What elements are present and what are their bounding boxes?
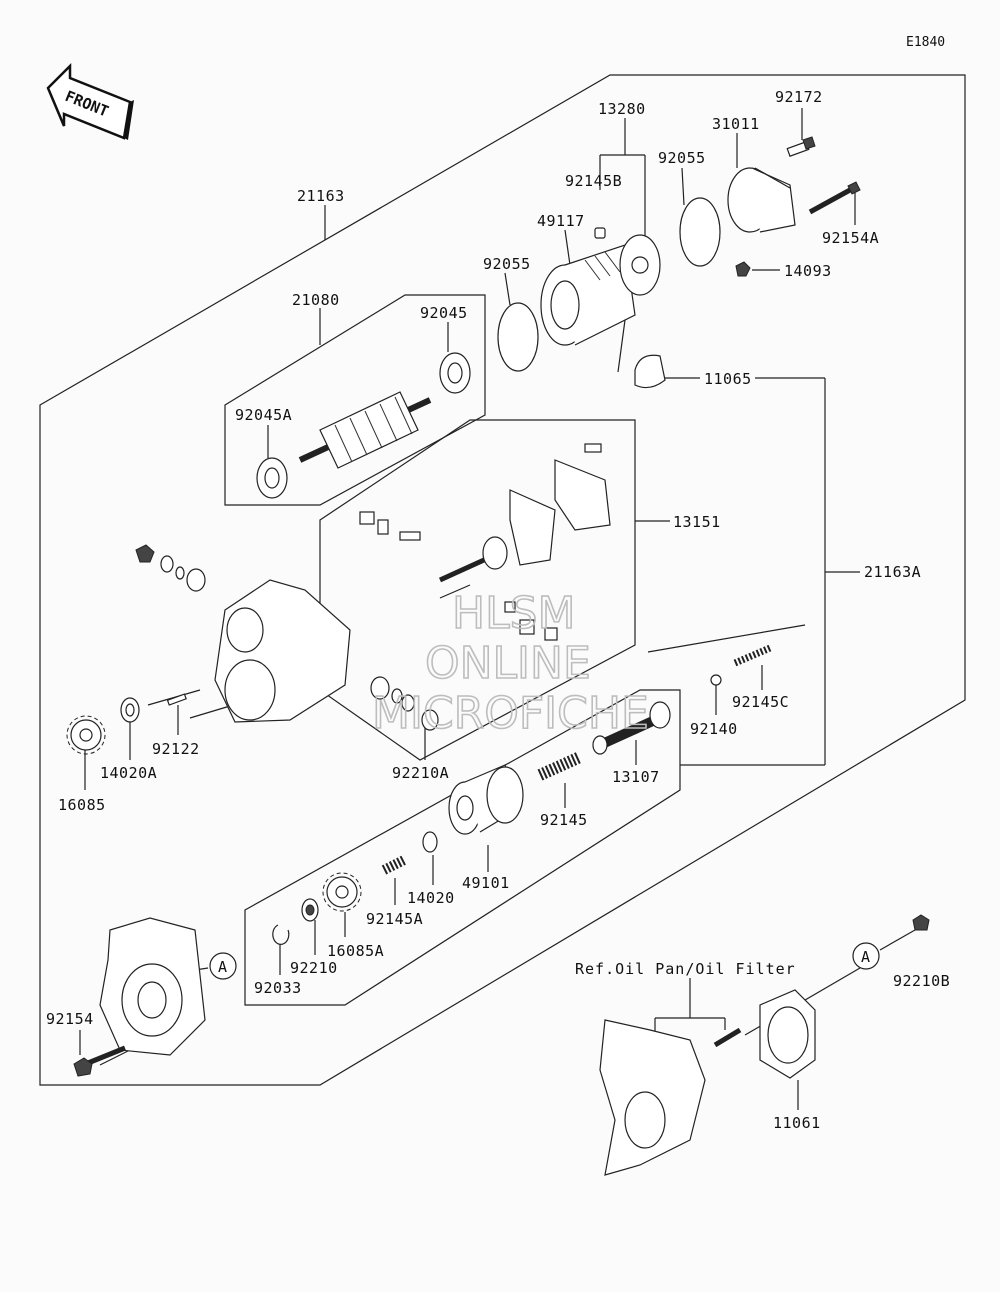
front-arrow-icon: FRONT [46,62,134,140]
label-92154: 92154 [46,1010,94,1028]
label-16085: 16085 [58,796,106,814]
watermark-line-3: MICROFICHE [372,688,649,739]
bearing-92045a [256,457,288,499]
clutch-49101 [448,764,524,835]
label-11061: 11061 [773,1114,821,1132]
gear-16085 [66,715,106,755]
watermark: HLSM ONLINE MICROFICHE [371,587,649,740]
gear-housing [214,579,351,723]
gasket-11061 [759,989,816,1079]
collar-14020a [120,697,140,723]
callout-a-front: A [209,952,237,980]
diagram-code: E1840 [906,35,945,50]
label-31011: 31011 [712,115,760,133]
shaft-13107 [592,701,671,755]
watermark-line-2: ONLINE [425,638,591,689]
o-ring-92055-rear [679,197,721,267]
spring-92145 [537,751,583,781]
label-92122: 92122 [152,740,200,758]
nut-92210b [912,914,930,931]
label-92045a: 92045A [235,406,292,424]
plunger-13151 [359,511,558,641]
spring-92145a [381,855,407,875]
long-bolt-92154a [808,181,861,215]
pin-92122 [166,693,187,706]
collar-14020 [422,831,438,853]
label-92172: 92172 [775,88,823,106]
callout-a-letter: A [861,948,871,966]
label-92145: 92145 [540,811,588,829]
label-92210b: 92210B [893,972,950,990]
bearing-92210a [370,676,439,731]
label-13280: 13280 [598,100,646,118]
brush-holder-13280 [617,234,661,373]
label-92140: 92140 [690,720,738,738]
armature-21080 [298,391,432,469]
label-92210a: 92210A [392,764,449,782]
nut-14093 [735,261,751,277]
callout-a-letter: A [218,958,228,976]
label-92033: 92033 [254,979,302,997]
label-14020: 14020 [407,889,455,907]
label-21163a: 21163A [864,563,921,581]
label-92145a: 92145A [366,910,423,928]
ref-note-oil-pan: Ref.Oil Pan/Oil Filter [575,960,796,978]
label-21080: 21080 [292,291,340,309]
part-labels: 13280 92172 31011 92055 92145B 49117 921… [46,88,950,1132]
label-21163: 21163 [297,187,345,205]
watermark-line-1: HLSM [452,588,576,639]
bearing-92045 [439,352,471,394]
label-92055-rear: 92055 [658,149,706,167]
label-92145b: 92145B [565,172,622,190]
label-49101: 49101 [462,874,510,892]
label-16085a: 16085A [327,942,384,960]
label-92055-front: 92055 [483,255,531,273]
assembly-outline-21163 [39,74,966,1086]
label-92210: 92210 [290,959,338,977]
bearing-92210 [301,898,319,922]
terminal-11065 [634,354,666,389]
oil-pan-ref [599,1019,742,1176]
callout-a-ref: A [852,942,880,970]
label-92045: 92045 [420,304,468,322]
yoke-49117 [540,244,636,346]
label-14020a: 14020A [100,764,157,782]
label-13107: 13107 [612,768,660,786]
front-housing [99,917,206,1056]
group-outline-drive [244,689,681,1006]
label-11065: 11065 [704,370,752,388]
bolt-92172 [786,136,816,157]
bolt-92154 [73,1045,126,1077]
label-49117: 49117 [537,212,585,230]
spring-92145b [594,227,606,239]
nut-set-left [135,544,206,592]
group-outline-21080 [224,294,486,506]
label-92145c: 92145C [732,693,789,711]
label-14093: 14093 [784,262,832,280]
label-13151: 13151 [673,513,721,531]
label-92154a: 92154A [822,229,879,247]
brush-cover-31011 [727,167,796,233]
o-ring-92055-front [497,302,539,372]
ball-92140 [710,674,722,686]
circlip-92033 [272,924,290,945]
gear-16085a [322,872,362,912]
spring-92145c [733,644,772,667]
gasket-13151 [509,443,611,566]
